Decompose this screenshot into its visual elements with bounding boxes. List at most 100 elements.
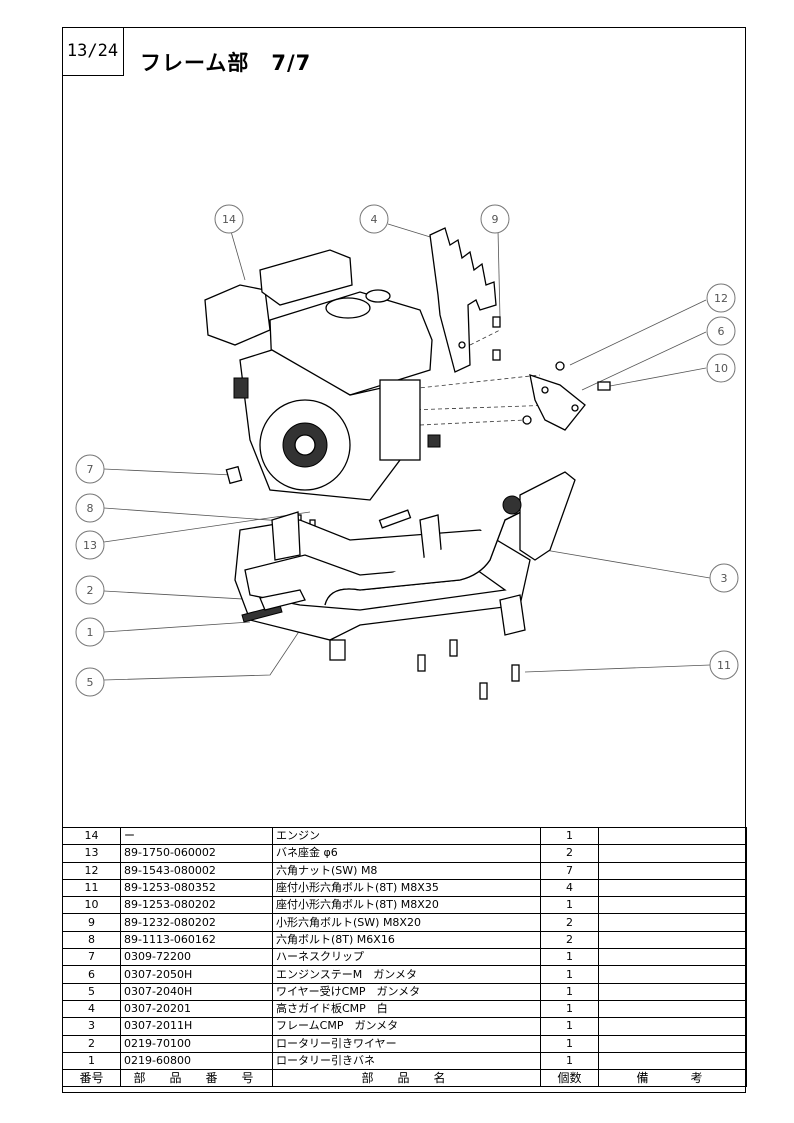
row-part-name: ハーネスクリップ	[272, 948, 541, 967]
row-part-number: ー	[120, 826, 273, 846]
row-part-number: 0307-20201	[120, 999, 273, 1019]
callout-10: 10	[706, 353, 736, 383]
row-part-name: 座付小形六角ボルト(8T) M8X35	[272, 878, 541, 898]
row-number: 2	[62, 1034, 121, 1053]
row-part-name: 六角ボルト(8T) M6X16	[272, 930, 541, 950]
row-quantity: 1	[540, 999, 599, 1019]
row-part-number: 89-1253-080352	[120, 878, 273, 898]
callout-2: 2	[75, 575, 105, 605]
row-quantity: 1	[540, 1051, 599, 1071]
row-quantity: 1	[540, 826, 599, 846]
row-number: 13	[62, 844, 121, 863]
bolts-9	[492, 316, 501, 361]
svg-text:13: 13	[83, 539, 97, 552]
svg-text:3: 3	[721, 572, 728, 585]
row-quantity: 7	[540, 861, 599, 880]
row-quantity: 2	[540, 913, 599, 932]
leader-lines	[103, 223, 711, 681]
row-part-number: 0219-60800	[120, 1051, 273, 1071]
callout-6: 6	[706, 316, 736, 346]
page-title: フレーム部 7/7	[140, 51, 312, 75]
header-part-name: 部 品 名	[272, 1069, 541, 1088]
svg-text:8: 8	[87, 502, 94, 515]
row-part-name: ロータリー引きワイヤー	[272, 1034, 541, 1053]
row-number: 3	[62, 1017, 121, 1036]
callout-3: 3	[709, 563, 739, 593]
header-remarks: 備 考	[598, 1069, 747, 1088]
row-number: 1	[62, 1051, 121, 1071]
row-quantity: 1	[540, 1017, 599, 1036]
row-remarks	[598, 826, 747, 846]
row-number: 9	[62, 913, 121, 932]
bolts-11	[417, 639, 520, 700]
header-quantity: 個数	[540, 1069, 599, 1088]
row-part-number: 89-1543-080002	[120, 861, 273, 880]
row-remarks	[598, 861, 747, 880]
row-part-name: 六角ナット(SW) M8	[272, 861, 541, 880]
row-remarks	[598, 1017, 747, 1036]
header-number: 番号	[62, 1069, 121, 1088]
svg-text:4: 4	[371, 213, 378, 226]
row-remarks	[598, 948, 747, 967]
row-quantity: 2	[540, 844, 599, 863]
row-quantity: 1	[540, 948, 599, 967]
row-remarks	[598, 844, 747, 863]
row-quantity: 1	[540, 965, 599, 984]
callout-9: 9	[480, 204, 510, 234]
parts-list-header: 番号 部 品 番 号 部 品 名 個数 備 考	[62, 1069, 747, 1088]
row-quantity: 1	[540, 982, 599, 1001]
svg-text:5: 5	[87, 676, 94, 689]
row-part-name: 小形六角ボルト(SW) M8X20	[272, 913, 541, 932]
row-part-number: 0219-70100	[120, 1034, 273, 1053]
row-part-number: 0307-2050H	[120, 965, 273, 984]
row-number: 11	[62, 878, 121, 898]
callout-8: 8	[75, 493, 105, 523]
row-part-number: 89-1253-080202	[120, 896, 273, 915]
svg-text:2: 2	[87, 584, 94, 597]
row-part-name: エンジン	[272, 826, 541, 846]
assembly-guide-lines	[399, 329, 556, 426]
row-part-name: フレームCMP ガンメタ	[272, 1017, 541, 1036]
row-remarks	[598, 896, 747, 915]
row-remarks	[598, 999, 747, 1019]
row-remarks	[598, 1034, 747, 1053]
row-number: 10	[62, 896, 121, 915]
callout-7: 7	[75, 454, 105, 484]
row-quantity: 1	[540, 1034, 599, 1053]
row-part-name: 高さガイド板CMP 白	[272, 999, 541, 1019]
row-remarks	[598, 913, 747, 932]
callout-5: 5	[75, 667, 105, 697]
row-quantity: 4	[540, 878, 599, 898]
svg-text:7: 7	[87, 463, 94, 476]
svg-text:14: 14	[222, 213, 236, 226]
height-guide-plate	[429, 227, 497, 373]
engine	[204, 249, 441, 501]
row-part-number: 0307-2011H	[120, 1017, 273, 1036]
engine-stay	[522, 361, 611, 431]
callout-13: 13	[75, 530, 105, 560]
callout-1: 1	[75, 617, 105, 647]
svg-text:1: 1	[87, 626, 94, 639]
svg-text:6: 6	[718, 325, 725, 338]
svg-text:10: 10	[714, 362, 728, 375]
wire-and-spring	[241, 589, 306, 623]
page-number: 13/24	[62, 27, 124, 76]
row-part-name: ロータリー引きバネ	[272, 1051, 541, 1071]
row-number: 4	[62, 999, 121, 1019]
row-quantity: 2	[540, 930, 599, 950]
exploded-parts-diagram: 14 4 9 12 6 10 7 8 13 2 1 5 3 11	[75, 204, 739, 700]
row-remarks	[598, 965, 747, 984]
row-number: 6	[62, 965, 121, 984]
